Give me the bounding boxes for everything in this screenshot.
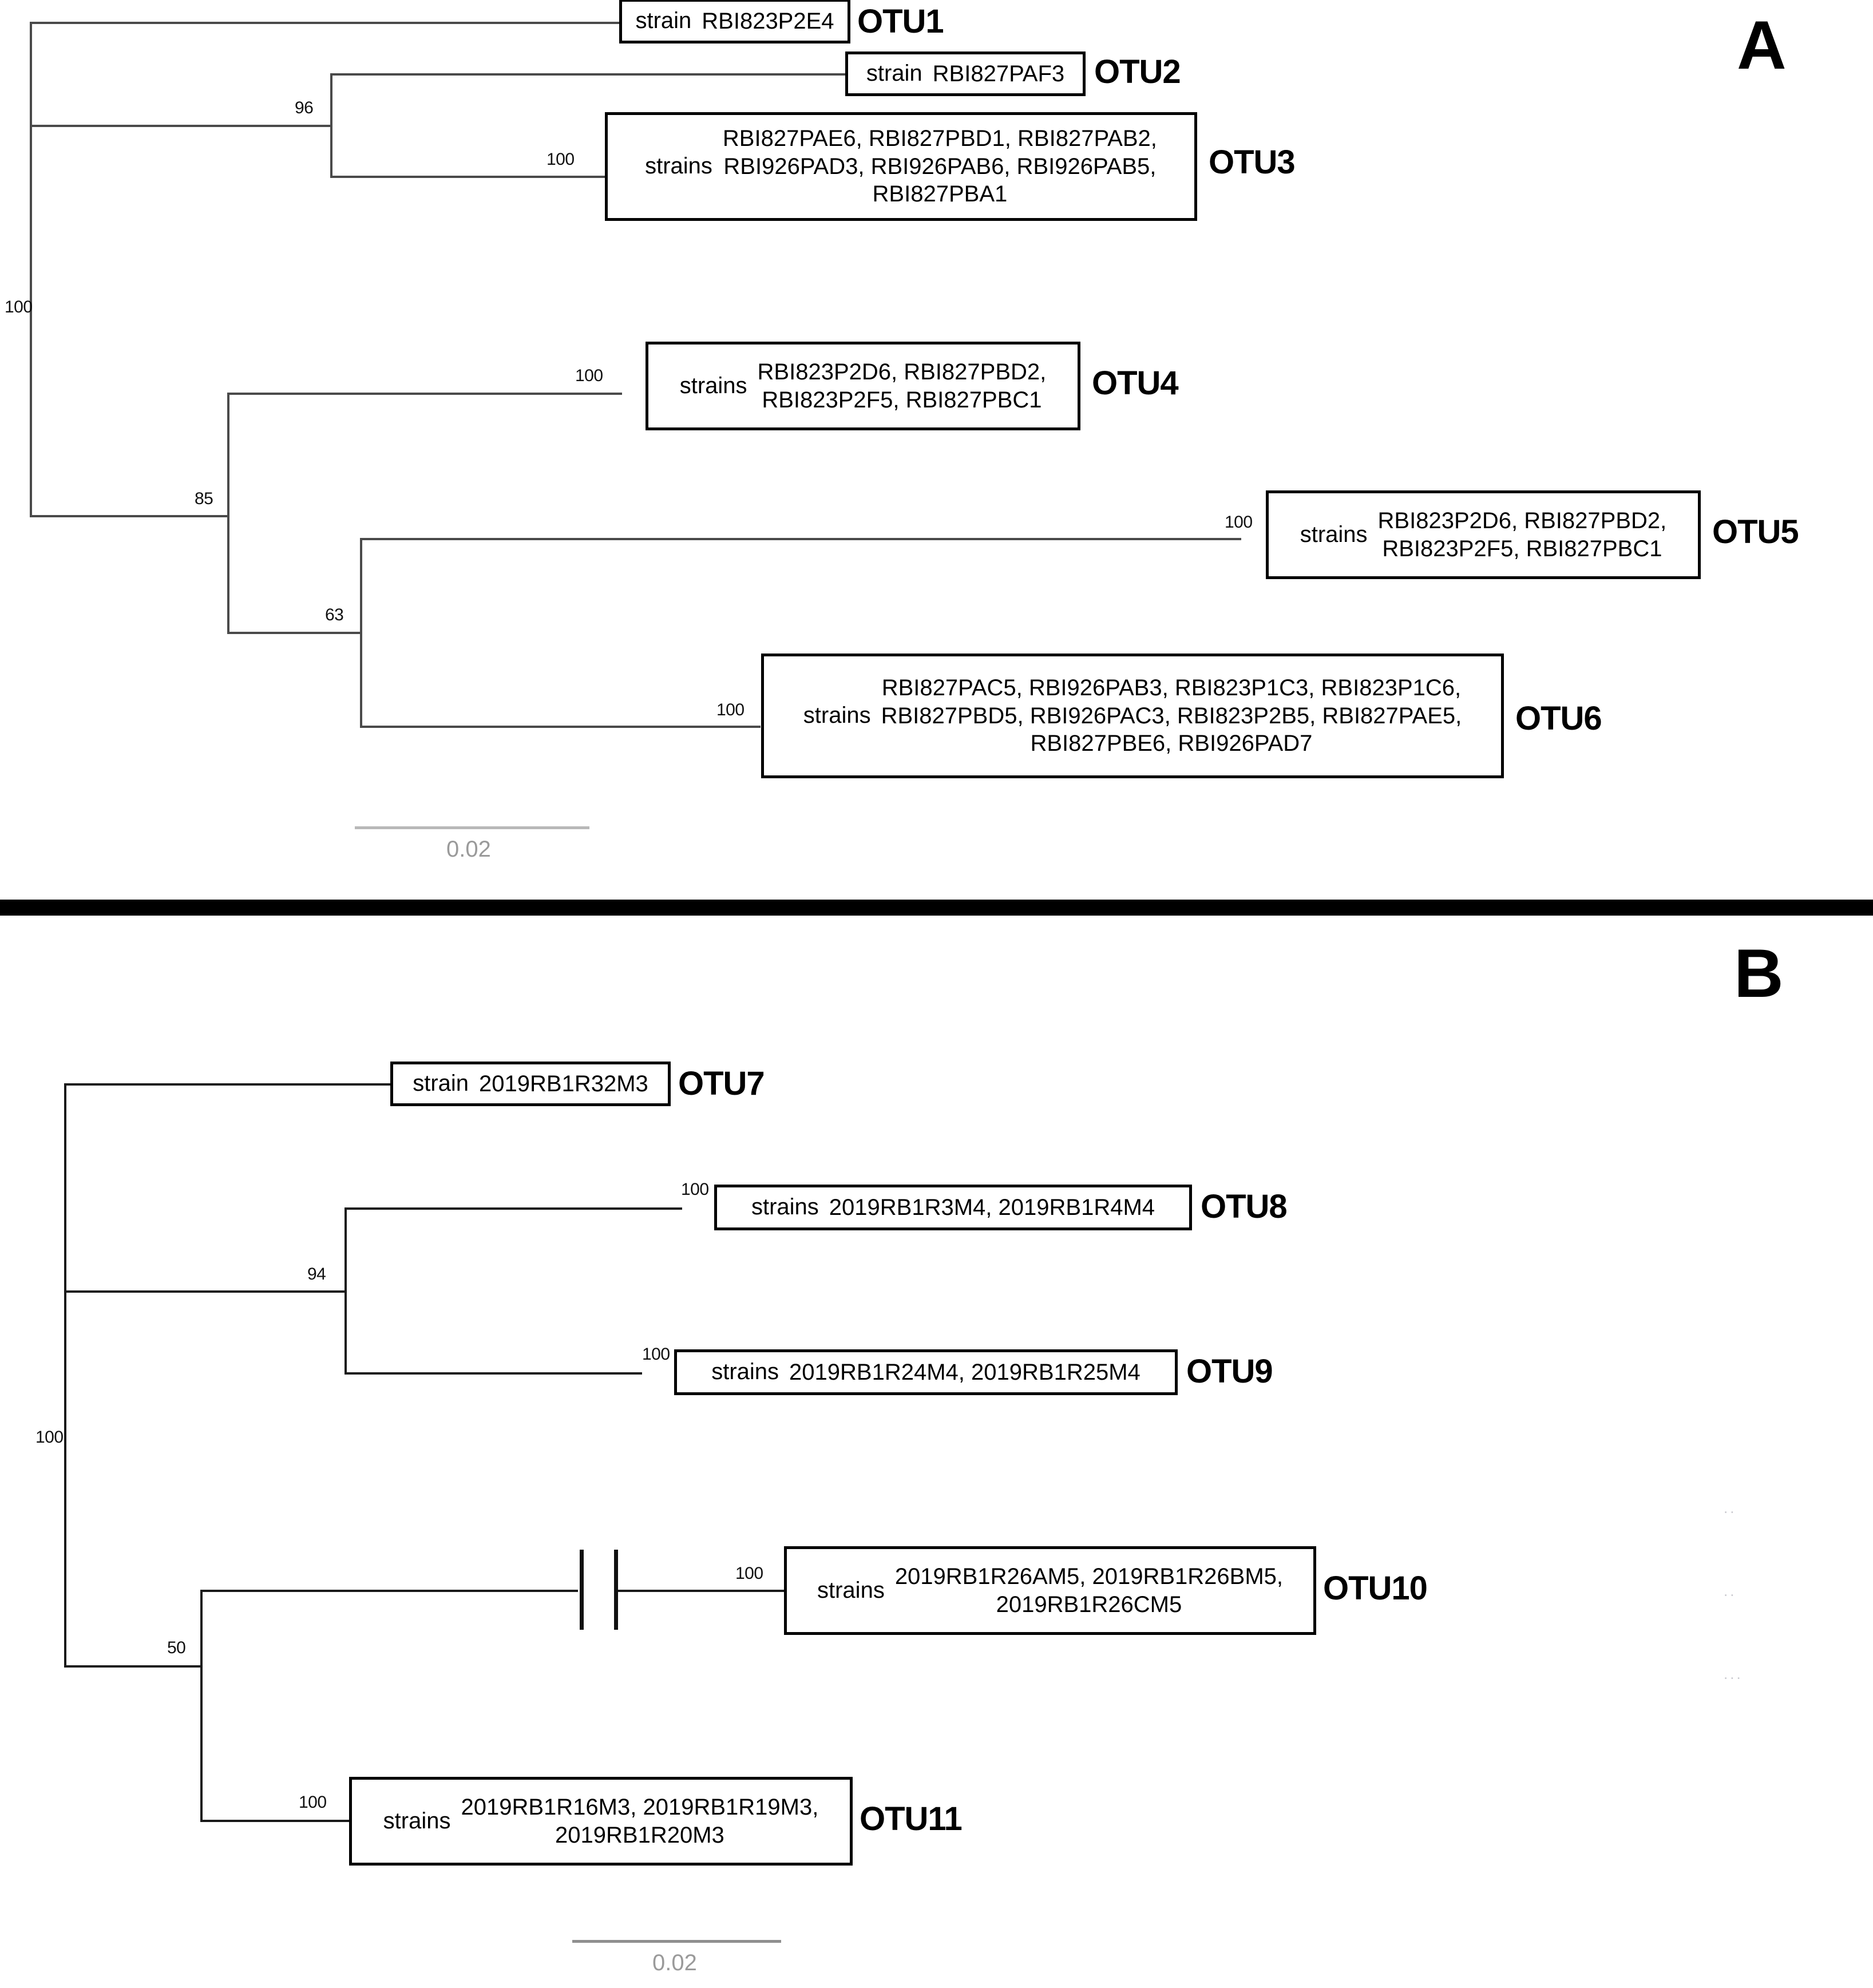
panel-a-node85-spine	[227, 393, 229, 634]
panel-b-branch-node94	[64, 1290, 344, 1293]
otu1-prefix: strain	[635, 8, 692, 34]
panel-letter-b: B	[1734, 935, 1784, 1012]
panel-a-bootstrap-otu3: 100	[547, 150, 575, 169]
branch-break-tick-2	[614, 1550, 618, 1630]
otu9-strains: 2019RB1R24M4, 2019RB1R25M4	[789, 1359, 1141, 1385]
otu10-prefix: strains	[817, 1578, 885, 1603]
scan-artifact-2: ..	[1724, 1582, 1737, 1599]
otu7-strains: 2019RB1R32M3	[479, 1071, 648, 1096]
otu-box-otu7[interactable]: strain 2019RB1R32M3	[390, 1062, 671, 1106]
panel-a-root-spine	[30, 22, 32, 517]
otu4-prefix: strains	[679, 373, 747, 398]
panel-a-branch-otu1	[30, 22, 619, 24]
panel-letter-a: A	[1737, 7, 1787, 84]
panel-a-branch-node96	[30, 125, 330, 127]
otu-box-otu8[interactable]: strains 2019RB1R3M4, 2019RB1R4M4	[714, 1185, 1192, 1230]
panel-a-bootstrap-otu4: 100	[575, 366, 603, 385]
panel-b-branch-node50	[64, 1665, 200, 1668]
otu3-prefix: strains	[645, 153, 712, 179]
otu-label-otu11: OTU11	[860, 1800, 963, 1837]
otu-label-otu5: OTU5	[1712, 513, 1799, 551]
otu-label-otu1: OTU1	[857, 3, 944, 40]
otu-box-otu3[interactable]: strains RBI827PAE6, RBI827PBD1, RBI827PA…	[605, 112, 1197, 221]
otu-label-otu10: OTU10	[1323, 1570, 1428, 1607]
otu11-strains: 2019RB1R16M3, 2019RB1R19M3, 2019RB1R20M3	[461, 1794, 819, 1848]
otu10-strains: 2019RB1R26AM5, 2019RB1R26BM5, 2019RB1R26…	[894, 1563, 1283, 1617]
scan-artifact-1: ..	[1724, 1499, 1737, 1516]
panel-a-branch-node63	[227, 632, 360, 634]
otu11-prefix: strains	[383, 1808, 451, 1833]
otu5-prefix: strains	[1300, 522, 1368, 547]
panel-b-branch-otu7	[64, 1083, 390, 1086]
panel-b-root-bootstrap: 100	[35, 1428, 64, 1447]
panel-a-bootstrap-otu5: 100	[1225, 513, 1253, 532]
otu4-strains: RBI823P2D6, RBI827PBD2, RBI823P2F5, RBI8…	[757, 359, 1047, 413]
panel-b-branch-otu8	[344, 1207, 682, 1210]
otu6-prefix: strains	[803, 703, 871, 728]
otu-label-otu6: OTU6	[1515, 700, 1602, 737]
panel-b-bootstrap-94: 94	[307, 1265, 326, 1284]
panel-b-bootstrap-50: 50	[167, 1638, 186, 1657]
otu-box-otu9[interactable]: strains 2019RB1R24M4, 2019RB1R25M4	[674, 1349, 1178, 1395]
panel-b-scalebar-line	[572, 1940, 781, 1943]
otu2-prefix: strain	[866, 61, 922, 86]
otu-box-otu11[interactable]: strains 2019RB1R16M3, 2019RB1R19M3, 2019…	[349, 1777, 853, 1866]
otu-label-otu7: OTU7	[678, 1065, 765, 1102]
panel-a-branch-otu3	[330, 176, 605, 178]
scan-artifact-3: ...	[1724, 1665, 1743, 1682]
panel-a-branch-otu6	[360, 726, 761, 728]
otu7-prefix: strain	[413, 1071, 469, 1096]
panel-b-bootstrap-otu8: 100	[681, 1180, 709, 1199]
panel-b-bootstrap-otu11: 100	[299, 1793, 327, 1812]
panel-a-bootstrap-63: 63	[325, 605, 344, 624]
otu8-prefix: strains	[751, 1194, 819, 1220]
otu5-strains: RBI823P2D6, RBI827PBD2, RBI823P2F5, RBI8…	[1377, 508, 1667, 561]
otu-label-otu3: OTU3	[1209, 144, 1296, 181]
panel-a-bootstrap-96: 96	[295, 98, 314, 117]
panel-a-root-bootstrap: 100	[5, 298, 33, 316]
otu-box-otu4[interactable]: strains RBI823P2D6, RBI827PBD2, RBI823P2…	[646, 342, 1080, 430]
panel-b-branch-otu10-left	[200, 1590, 578, 1592]
panel-a-node96-spine	[330, 73, 332, 178]
otu-label-otu8: OTU8	[1201, 1188, 1288, 1225]
panel-a-bootstrap-otu6: 100	[716, 700, 745, 719]
panel-divider	[0, 900, 1873, 916]
otu-box-otu5[interactable]: strains RBI823P2D6, RBI827PBD2, RBI823P2…	[1266, 490, 1701, 579]
otu2-strains: RBI827PAF3	[932, 61, 1065, 86]
panel-b-scalebar-label: 0.02	[652, 1950, 697, 1975]
otu9-prefix: strains	[711, 1359, 779, 1385]
panel-b-branch-otu11	[200, 1820, 349, 1822]
panel-a-bootstrap-85: 85	[195, 489, 213, 508]
otu-box-otu1[interactable]: strain RBI823P2E4	[619, 0, 850, 43]
otu-box-otu6[interactable]: strains RBI827PAC5, RBI926PAB3, RBI823P1…	[761, 654, 1504, 778]
panel-b-node94-spine	[344, 1207, 347, 1375]
panel-a-branch-otu2	[330, 73, 845, 76]
panel-a-branch-otu5	[360, 538, 1241, 540]
panel-b-branch-otu9	[344, 1372, 642, 1375]
panel-a-scalebar-line	[355, 826, 589, 829]
otu-label-otu9: OTU9	[1186, 1353, 1273, 1390]
panel-a-branch-otu4	[227, 393, 622, 395]
otu-box-otu2[interactable]: strain RBI827PAF3	[845, 52, 1086, 96]
panel-b-node50-spine	[200, 1590, 203, 1822]
otu1-strains: RBI823P2E4	[702, 8, 834, 34]
panel-a-branch-node85	[30, 515, 227, 517]
otu-label-otu2: OTU2	[1094, 53, 1181, 90]
panel-b-branch-otu10-right	[618, 1590, 784, 1592]
panel-b-bootstrap-otu9: 100	[642, 1345, 670, 1364]
otu8-strains: 2019RB1R3M4, 2019RB1R4M4	[829, 1194, 1155, 1220]
panel-b-root-spine	[64, 1083, 66, 1668]
panel-a-node63-spine	[360, 538, 362, 728]
otu-label-otu4: OTU4	[1092, 365, 1179, 402]
panel-b-bootstrap-otu10: 100	[735, 1564, 763, 1583]
panel-a-scalebar-label: 0.02	[446, 837, 491, 862]
branch-break-tick-1	[580, 1550, 584, 1630]
otu-box-otu10[interactable]: strains 2019RB1R26AM5, 2019RB1R26BM5, 20…	[784, 1546, 1316, 1635]
otu6-strains: RBI827PAC5, RBI926PAB3, RBI823P1C3, RBI8…	[881, 675, 1462, 757]
otu3-strains: RBI827PAE6, RBI827PBD1, RBI827PAB2, RBI9…	[722, 125, 1157, 207]
